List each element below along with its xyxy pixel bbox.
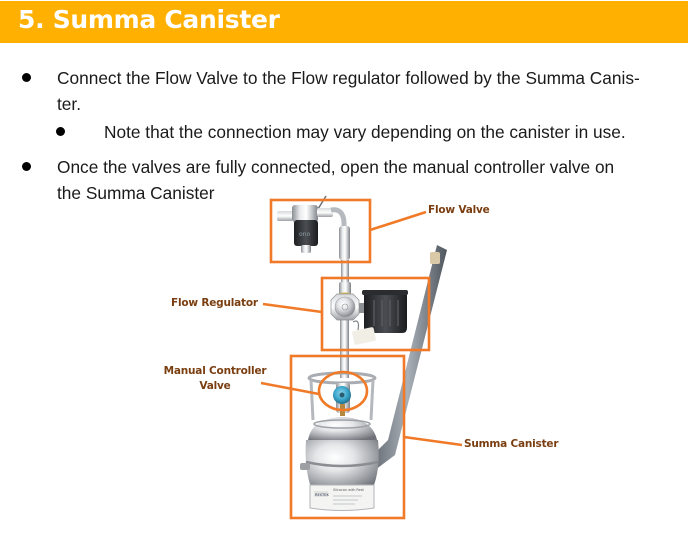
canister-label-text: Silcocan with Rest bbox=[333, 488, 364, 492]
bullet-text-line: Connect the Flow Valve to the Flow regul… bbox=[57, 68, 640, 88]
summa-canister-label: Summa Canister bbox=[464, 438, 559, 450]
label-line: Valve bbox=[199, 380, 231, 392]
bullet-text-line: ter. bbox=[57, 94, 82, 114]
bullet-dot bbox=[56, 127, 65, 136]
bullet-text-line: Once the valves are fully connected, ope… bbox=[57, 157, 615, 177]
annotation-overlays bbox=[260, 198, 463, 520]
summa-canister-leader-line bbox=[403, 435, 463, 447]
bullet-text-line: Note that the connection may vary depend… bbox=[104, 122, 626, 142]
bullet-dot bbox=[22, 162, 31, 171]
flow-valve-illustration: ono bbox=[277, 195, 350, 260]
canister-brand-text: RESTEK bbox=[315, 493, 330, 497]
flow-valve-leader-line bbox=[369, 210, 427, 232]
flow-valve-label: Flow Valve bbox=[428, 204, 490, 216]
bullet-dot bbox=[22, 73, 31, 82]
manual-controller-valve-highlight-ring bbox=[317, 370, 369, 412]
connecting-stem bbox=[341, 260, 349, 284]
connecting-stem bbox=[340, 318, 349, 378]
flow-valve-highlight-box bbox=[269, 198, 372, 264]
flow-regulator-leader-line bbox=[262, 302, 323, 314]
manual-controller-valve-leader-line bbox=[260, 381, 320, 396]
svg-text:ono: ono bbox=[299, 231, 310, 238]
flow-regulator-illustration bbox=[330, 282, 408, 345]
section-header: 5. Summa Canister bbox=[0, 1, 688, 43]
flow-regulator-highlight-box bbox=[320, 276, 431, 352]
summa-canister-illustration: RESTEK Silcocan with Rest bbox=[300, 371, 379, 511]
section-title: 5. Summa Canister bbox=[18, 5, 280, 34]
label-line: Manual Controller bbox=[163, 365, 267, 377]
flow-regulator-label: Flow Regulator bbox=[171, 297, 258, 309]
manual-controller-valve-label: Manual Controller Valve bbox=[159, 364, 271, 394]
carrying-pole bbox=[368, 245, 447, 470]
bullet-text-line: the Summa Canister bbox=[57, 183, 215, 203]
